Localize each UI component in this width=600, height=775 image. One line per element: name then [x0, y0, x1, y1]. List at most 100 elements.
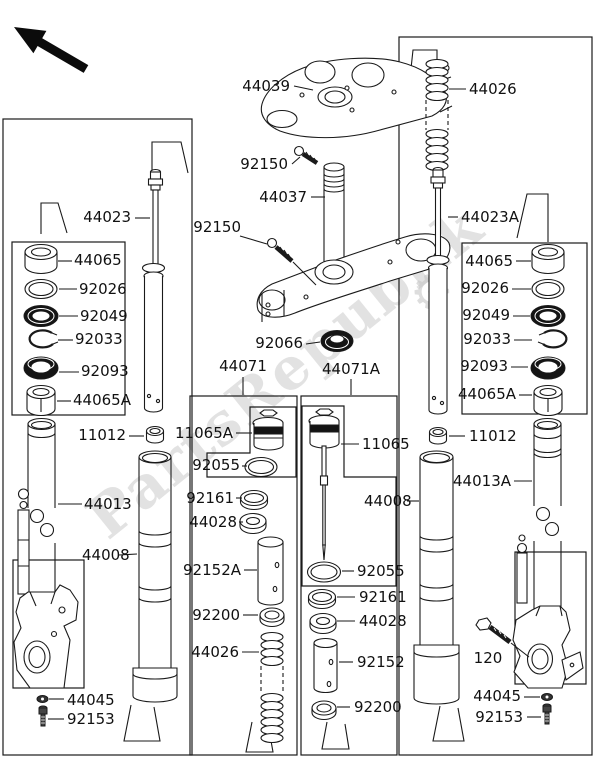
part-11065-fork-cap-with-rod — [308, 408, 340, 561]
part-44037-steering-stem-lower-clamp — [256, 162, 451, 322]
part-92200-washer-right — [311, 700, 337, 721]
part-44045-washer-left — [36, 695, 49, 703]
part-92152-collar — [313, 637, 338, 694]
part-92066-steering-stem-cap — [320, 330, 354, 352]
part-44008-inner-tube-right — [413, 450, 460, 705]
label-120: 120 — [474, 649, 503, 667]
part-44013-outer-tube-left — [13, 417, 79, 689]
label-92049-right: 92049 — [462, 306, 510, 324]
label-44065a-left: 44065A — [73, 391, 132, 409]
part-92150-clamp-bolt-lower — [266, 237, 317, 286]
part-11012-cap-left — [145, 425, 165, 444]
part-number-labels: 44039 92150 44037 92150 92066 44071 4407… — [67, 77, 523, 728]
label-44013a: 44013A — [453, 472, 512, 490]
label-11012-right: 11012 — [469, 427, 517, 445]
label-44013: 44013 — [84, 495, 132, 513]
part-92055-oring-middle — [244, 456, 278, 478]
part-92161-washer-right — [307, 588, 337, 610]
part-92026-washer-left — [24, 278, 58, 300]
part-44065-outer-tube-bushing-left — [24, 243, 58, 275]
part-92093-dust-seal-left — [23, 356, 59, 380]
label-44045-right: 44045 — [473, 687, 521, 705]
label-92150-lower: 92150 — [193, 218, 241, 236]
part-92152a-collar — [257, 536, 284, 606]
label-92161-middle: 92161 — [186, 489, 234, 507]
part-44065-outer-tube-bushing-right — [531, 243, 565, 275]
label-44023a: 44023A — [461, 208, 520, 226]
label-44039: 44039 — [242, 77, 290, 95]
part-44045-washer-right — [541, 693, 553, 701]
label-44008-left: 44008 — [82, 546, 130, 564]
label-44028-right: 44028 — [359, 612, 407, 630]
label-92033-right: 92033 — [463, 330, 511, 348]
label-92150-upper: 92150 — [240, 155, 288, 173]
label-44026-right: 44026 — [469, 80, 517, 98]
part-120-axle-clamp-bolt — [475, 617, 530, 658]
left-fork-cap-inner-box — [206, 406, 297, 478]
part-92150-clamp-bolt-upper — [293, 145, 319, 165]
label-92200-right: 92200 — [354, 698, 402, 716]
right-fork-cap-inner-box — [301, 405, 397, 587]
label-44037: 44037 — [259, 188, 307, 206]
part-44065a-inner-tube-bushing-left — [26, 384, 56, 417]
part-92026-washer-right — [531, 278, 565, 300]
part-44039-upper-triple-clamp — [260, 57, 453, 139]
label-44065-left: 44065 — [74, 251, 122, 269]
label-92161-right: 92161 — [359, 588, 407, 606]
right-damper-box — [300, 395, 398, 756]
group-boxes — [2, 36, 593, 756]
label-92093-right: 92093 — [460, 357, 508, 375]
label-11012-left: 11012 — [78, 426, 126, 444]
part-11065a-fork-cap — [252, 409, 284, 451]
part-92055-oring-right — [306, 561, 342, 583]
label-92152: 92152 — [357, 653, 405, 671]
part-92161-washer-middle — [239, 489, 269, 511]
label-11065a: 11065A — [175, 424, 234, 442]
part-92049-oil-seal-left — [23, 305, 59, 327]
part-92033-retaining-ring-left — [28, 329, 59, 349]
middle-damper-box — [189, 395, 298, 756]
part-11012-cap-right — [428, 426, 448, 445]
part-92033-retaining-ring-right — [537, 329, 568, 349]
label-92152a: 92152A — [183, 561, 242, 579]
part-44026-fork-spring-middle — [260, 631, 284, 744]
part-44065a-inner-tube-bushing-right — [533, 384, 563, 417]
label-92200-middle: 92200 — [192, 606, 240, 624]
label-44071a: 44071A — [322, 360, 381, 378]
part-92153-bolt-right — [542, 703, 552, 725]
left-seal-kit-box — [11, 241, 126, 416]
label-92026-left: 92026 — [79, 280, 127, 298]
label-44065-right: 44065 — [465, 252, 513, 270]
part-44013a-outer-tube-right — [512, 417, 584, 689]
part-92049-oil-seal-right — [530, 305, 566, 327]
label-92055-right: 92055 — [357, 562, 405, 580]
part-44023-push-rod — [141, 168, 166, 413]
right-seal-kit-box — [461, 242, 588, 415]
label-92049-left: 92049 — [80, 307, 128, 325]
label-44065a-right: 44065A — [458, 385, 517, 403]
part-44008-inner-tube-left — [132, 450, 178, 703]
label-44026-middle: 44026 — [191, 643, 239, 661]
label-44023: 44023 — [83, 208, 131, 226]
part-92153-bolt-left — [38, 705, 48, 727]
label-92093-left: 92093 — [81, 362, 129, 380]
right-parts-box — [398, 36, 593, 756]
label-44045-left: 44045 — [67, 691, 115, 709]
part-44028-ring-middle — [239, 512, 267, 535]
label-44008-right: 44008 — [364, 492, 412, 510]
label-11065: 11065 — [362, 435, 410, 453]
part-92200-washer-middle — [259, 607, 285, 628]
part-44028-ring-right — [309, 612, 337, 635]
label-92066: 92066 — [255, 334, 303, 352]
part-44023a-push-rod — [426, 166, 450, 415]
label-92026-right: 92026 — [461, 279, 509, 297]
left-parts-box — [2, 118, 193, 756]
label-92153-left: 92153 — [67, 710, 115, 728]
direction-arrow-icon — [14, 27, 89, 73]
part-44026-fork-spring-right — [425, 58, 449, 172]
label-92153-right: 92153 — [475, 708, 523, 726]
part-92093-dust-seal-right — [530, 356, 566, 380]
label-44071: 44071 — [219, 357, 267, 375]
